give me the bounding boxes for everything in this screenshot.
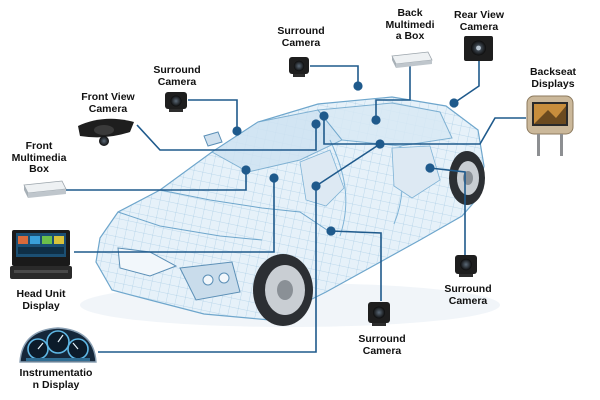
label-surround-camera-top: Surround Camera: [277, 25, 325, 49]
label-surround-camera-right: Surround Camera: [444, 283, 492, 307]
front-wheel: [253, 254, 313, 326]
camera-icon: [368, 302, 390, 326]
connector-backseat-displays: [323, 116, 526, 145]
connector-surround-camera-bottom: [330, 230, 382, 301]
car-mirror: [203, 131, 223, 147]
connector-surround-camera-top: [310, 65, 359, 86]
connector-front-view-camera: [136, 124, 317, 151]
connector-surround-camera-right: [429, 167, 466, 256]
connector-surround-camera-left: [188, 99, 238, 131]
rear-camera-icon: [464, 36, 493, 61]
connector-lines: [66, 61, 526, 353]
connector-dashboard-link: [315, 143, 381, 187]
label-head-unit-display: Head Unit Display: [16, 288, 66, 312]
rear-wheel: [449, 151, 485, 205]
label-instrumentation-display: Instrumentatio n Display: [19, 367, 93, 391]
instrument-cluster-icon: [19, 327, 97, 363]
media-box-icon: [391, 51, 433, 68]
camera-icon: [165, 92, 187, 112]
label-front-view-camera: Front View Camera: [81, 91, 135, 115]
camera-icon: [455, 255, 477, 277]
headrest-display-icon: [526, 95, 574, 156]
label-back-multimedia-box: Back Multimedi a Box: [385, 7, 435, 42]
car-seat-rear: [391, 145, 441, 199]
connector-back-multimedia-box: [375, 61, 411, 120]
connector-front-multimedia-box: [66, 170, 247, 191]
head-unit-icon: [10, 230, 72, 279]
car-seat: [299, 149, 345, 207]
connector-instrumentation-display: [98, 186, 317, 353]
label-backseat-displays: Backseat Displays: [529, 66, 577, 90]
camera-icon: [289, 57, 309, 77]
label-surround-camera-left: Surround Camera: [153, 64, 201, 88]
label-surround-camera-bottom: Surround Camera: [358, 333, 406, 357]
label-front-multimedia-box: Front Multimedia Box: [11, 140, 67, 175]
label-rear-view-camera: Rear View Camera: [453, 9, 504, 33]
connector-rear-view-camera: [453, 61, 480, 104]
connector-head-unit-display: [74, 178, 275, 253]
front-camera-icon: [78, 118, 134, 146]
media-box-icon: [23, 180, 67, 198]
car-wireframe: [80, 96, 500, 327]
